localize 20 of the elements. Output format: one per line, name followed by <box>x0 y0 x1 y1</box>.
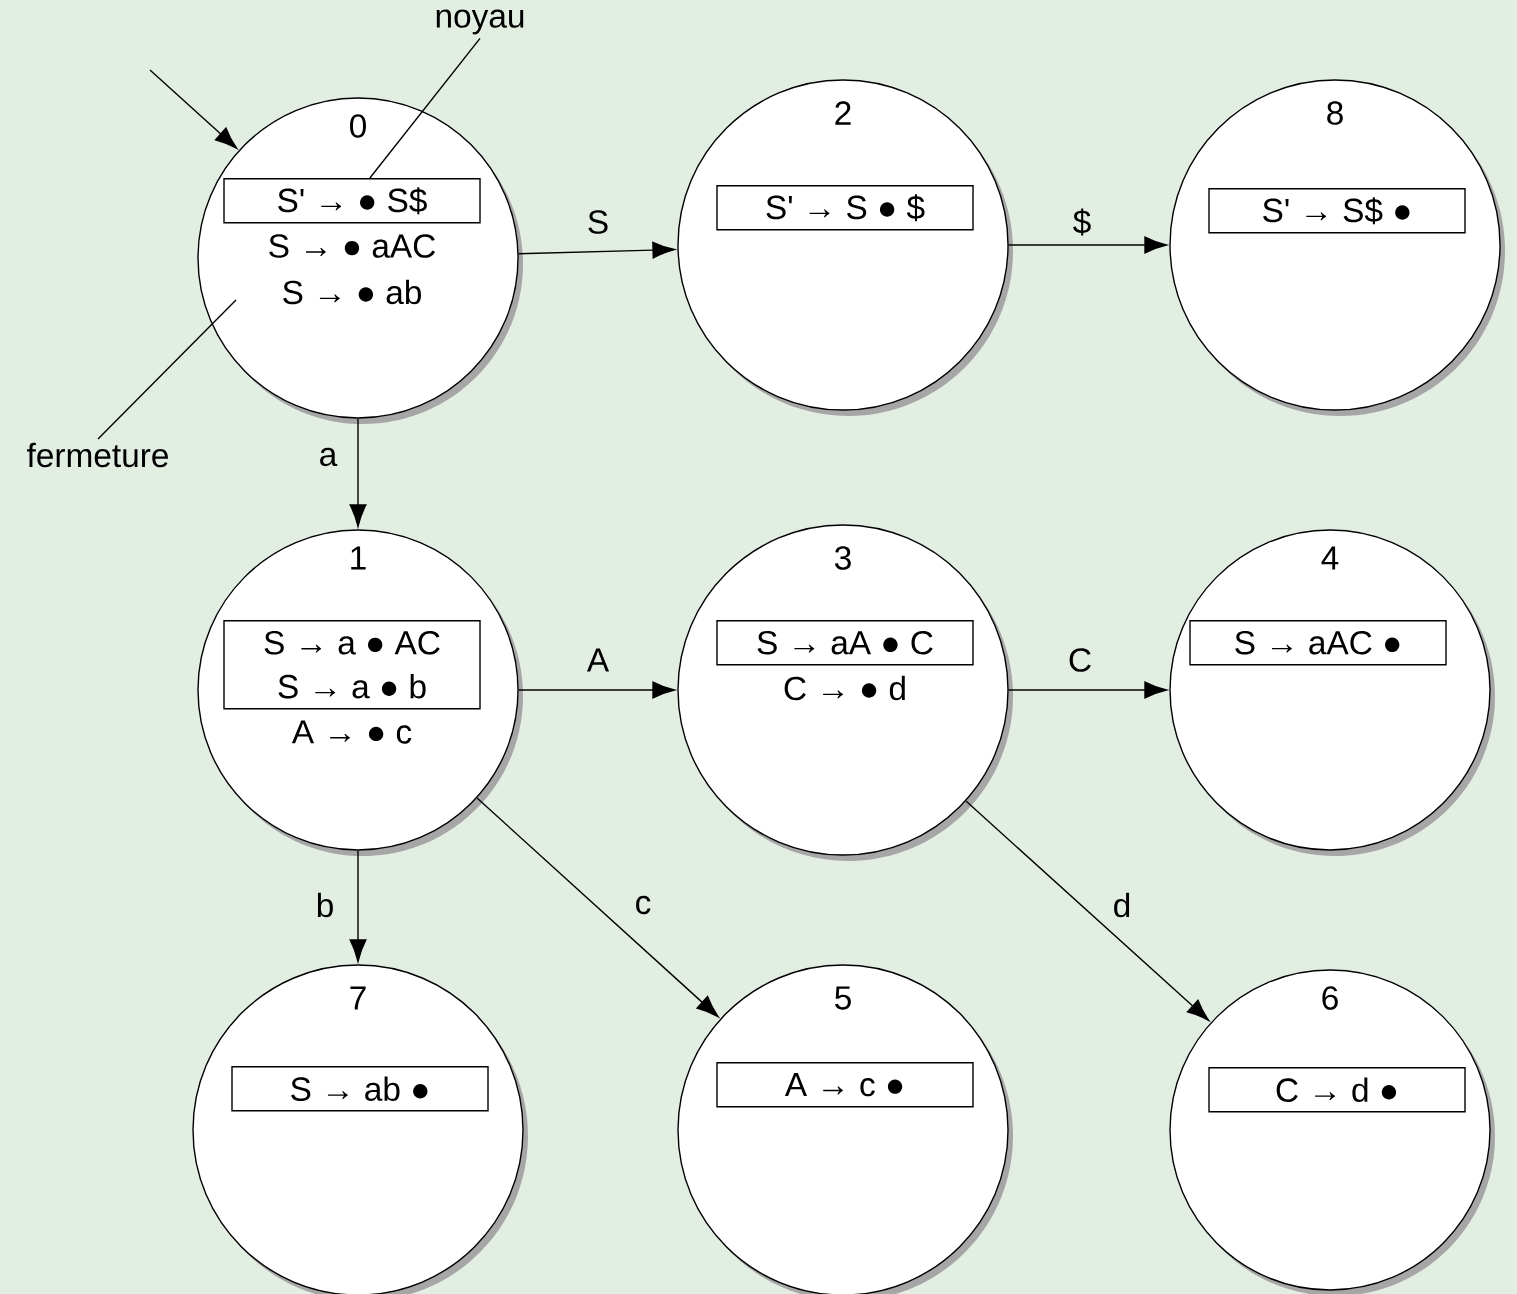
edge-label: $ <box>1069 205 1095 240</box>
annotation-text: noyau <box>436 9 524 35</box>
leader-line <box>97 299 237 440</box>
edge-label: c <box>631 892 655 918</box>
transition-arrow <box>476 797 719 1018</box>
transition-arrow <box>349 850 367 962</box>
annotation-text: fermeture <box>27 442 168 468</box>
edge-label: b <box>312 889 338 921</box>
edge-label: S <box>583 206 613 238</box>
transition-arrow <box>517 241 676 259</box>
transition-arrow <box>349 418 367 527</box>
edge-label: C <box>1064 644 1096 676</box>
transition-arrow <box>1008 681 1167 699</box>
edge-label: a <box>315 444 341 470</box>
edge-label: d <box>1109 889 1135 921</box>
transition-arrow <box>1008 236 1167 254</box>
start-arrow <box>149 69 238 149</box>
transition-arrow <box>965 800 1210 1021</box>
transition-arrow <box>518 681 675 699</box>
edge-label: A <box>583 645 613 675</box>
